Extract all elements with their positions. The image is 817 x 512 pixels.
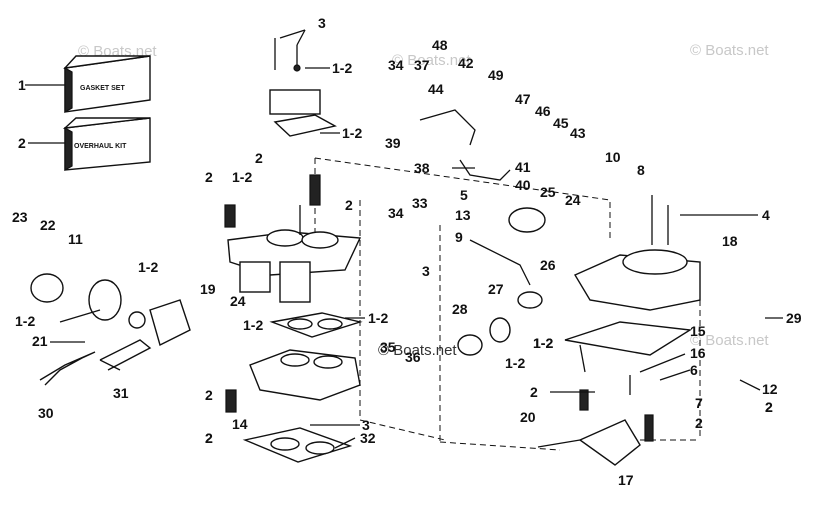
callout-3: 3: [422, 263, 430, 279]
callout-28: 28: [452, 301, 468, 317]
callout-29: 29: [786, 310, 802, 326]
choke-cover-assembly: [30, 273, 191, 386]
callout-5: 5: [460, 187, 468, 203]
callout-32: 32: [360, 430, 376, 446]
callout-2: 2: [695, 415, 703, 431]
callout-20: 20: [520, 409, 536, 425]
float-bowl: [573, 195, 701, 311]
callout-3: 3: [318, 15, 326, 31]
callout-3: 3: [362, 417, 370, 433]
callout-45: 45: [553, 115, 569, 131]
gaskets: [242, 114, 693, 463]
callout-2: 2: [765, 399, 773, 415]
callout-1-2: 1-2: [332, 60, 352, 76]
accelerator-pump: [457, 207, 546, 356]
callout-12: 12: [762, 381, 778, 397]
callout-34: 34: [388, 205, 404, 221]
callout-42: 42: [458, 55, 474, 71]
callout-1-2: 1-2: [138, 259, 158, 275]
callout-2: 2: [345, 197, 353, 213]
callout-2: 2: [18, 135, 26, 151]
callout-27: 27: [488, 281, 504, 297]
callout-2: 2: [255, 150, 263, 166]
callout-6: 6: [690, 362, 698, 378]
callout-2: 2: [765, 399, 773, 415]
callout-24: 24: [565, 192, 581, 208]
callout-26: 26: [540, 257, 556, 273]
watermark-text: © Boats.net: [690, 42, 769, 59]
callout-14: 14: [232, 416, 248, 432]
overhaul-kit-box: OVERHAUL KIT: [62, 117, 151, 172]
callout-31: 31: [113, 385, 129, 401]
callout-7: 7: [695, 395, 703, 411]
callout-2: 2: [205, 430, 213, 446]
overhaul-kit-label: OVERHAUL KIT: [74, 143, 127, 150]
callout-41: 41: [515, 159, 531, 175]
carburetor-airhorn: [224, 174, 362, 303]
callout-24: 24: [230, 293, 246, 309]
callout-11: 11: [68, 231, 83, 247]
callout-13: 13: [455, 207, 471, 223]
callout-2: 2: [205, 169, 213, 185]
callout-9: 9: [455, 229, 463, 245]
callout-2: 2: [205, 430, 213, 446]
callout-25: 25: [540, 184, 556, 200]
callout-1-2: 1-2: [342, 125, 362, 141]
callout-8: 8: [637, 162, 645, 178]
callout-1-2: 1-2: [15, 313, 35, 329]
throttle-body: [225, 349, 361, 413]
callout-1-2: 1-2: [533, 335, 553, 351]
callout-22: 22: [40, 217, 56, 233]
callout-1-2: 1-2: [243, 317, 263, 333]
choke-housing-top: [269, 38, 321, 115]
callout-18: 18: [722, 233, 738, 249]
callout-1: 1: [18, 77, 26, 93]
callout-47: 47: [515, 91, 531, 107]
callout-39: 39: [385, 135, 401, 151]
callout-labels: 1 2 3 1-2 1-2 2 1-2 2 2 2 2 23 22 11 1-2…: [12, 15, 802, 488]
callout-1-2: 1-2: [368, 310, 388, 326]
callout-38: 38: [414, 160, 430, 176]
watermark-text: © Boats.net: [690, 332, 769, 349]
gasket-set-label: GASKET SET: [80, 85, 125, 92]
callout-35: 35: [380, 339, 396, 355]
callout-2: 2: [205, 387, 213, 403]
watermark-text: © Boats.net: [378, 342, 457, 359]
callout-21: 21: [32, 333, 48, 349]
callout-49: 49: [488, 67, 504, 83]
callout-1-2: 1-2: [232, 169, 252, 185]
callout-19: 19: [200, 281, 216, 297]
callout-10: 10: [605, 149, 621, 165]
callout-37: 37: [414, 57, 430, 73]
callout-46: 46: [535, 103, 551, 119]
callout-1-2: 1-2: [505, 355, 525, 371]
callout-1-2: 1-2: [533, 335, 553, 351]
callout-2: 2: [530, 384, 538, 400]
callout-33: 33: [412, 195, 428, 211]
callout-15: 15: [690, 323, 706, 339]
leader-lines: [25, 29, 783, 449]
callout-30: 30: [38, 405, 54, 421]
callout-44: 44: [428, 81, 444, 97]
callout-40: 40: [515, 177, 531, 193]
callout-36: 36: [405, 349, 421, 365]
callout-34: 34: [388, 57, 404, 73]
float-assembly: [537, 375, 654, 466]
callout-23: 23: [12, 209, 28, 225]
callout-16: 16: [690, 345, 706, 361]
callout-17: 17: [618, 472, 634, 488]
watermark-text: © Boats.net: [392, 52, 471, 69]
callout-48: 48: [432, 37, 448, 53]
gasket-set-box: GASKET SET: [63, 55, 151, 114]
callout-4: 4: [762, 207, 770, 223]
linkage-bracket: [419, 109, 511, 181]
assembly-dashed-lines: [314, 157, 701, 451]
callout-43: 43: [570, 125, 586, 141]
